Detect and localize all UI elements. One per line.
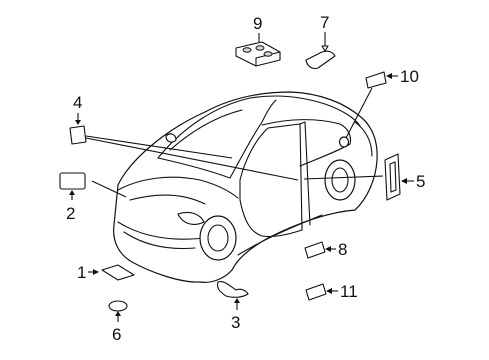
front-bumper xyxy=(117,221,206,240)
door-opening-front xyxy=(239,123,303,238)
arrow-11 xyxy=(326,288,332,294)
callout-2: 2 xyxy=(66,204,75,223)
part-5-label xyxy=(384,153,401,201)
rear-wheel-hub xyxy=(331,167,349,193)
hood-crease xyxy=(129,194,206,205)
callout-11: 11 xyxy=(340,282,358,301)
callout-6: 6 xyxy=(112,325,121,344)
arrow-1 xyxy=(93,269,99,275)
vehicle-roof xyxy=(157,95,361,159)
windshield-inner xyxy=(169,109,243,151)
part-10-label xyxy=(365,71,387,89)
arrow-2 xyxy=(69,190,75,195)
leader-5-car xyxy=(303,175,384,180)
callout-7: 7 xyxy=(320,13,329,32)
front-grille xyxy=(123,231,196,249)
windshield-edge xyxy=(229,99,277,179)
rocker-line xyxy=(237,214,323,256)
part-1-label xyxy=(101,264,135,281)
leader-4-b xyxy=(85,137,299,181)
callout-3: 3 xyxy=(231,313,240,332)
vehicle-illustration xyxy=(113,91,378,283)
front-wheel xyxy=(199,215,237,261)
front-wheel-hub xyxy=(207,224,229,252)
part-6-label xyxy=(108,300,128,312)
part-7-label xyxy=(305,50,336,70)
part-3-label xyxy=(216,281,249,298)
leader-2-car xyxy=(91,180,127,198)
arrow-7 xyxy=(321,45,329,52)
callout-8: 8 xyxy=(338,240,347,259)
callout-4: 4 xyxy=(73,93,82,112)
part-9-label-set xyxy=(235,41,281,67)
part-11-label xyxy=(305,283,327,301)
callout-9: 9 xyxy=(253,14,262,33)
side-window xyxy=(261,119,352,167)
part-2-label xyxy=(59,172,86,190)
rear-wheel xyxy=(324,159,356,201)
arrow-6 xyxy=(115,311,121,316)
windshield-top xyxy=(157,157,231,179)
callout-5: 5 xyxy=(416,172,425,191)
part-9-hole-a xyxy=(242,47,252,53)
arrow-4 xyxy=(75,120,81,125)
arrow-3 xyxy=(234,298,240,303)
door-panel xyxy=(299,121,311,226)
part-5-inner xyxy=(389,161,397,193)
arrow-5 xyxy=(401,178,407,184)
part-9-hole-b xyxy=(255,45,265,51)
part-9-hole-c xyxy=(263,51,273,57)
callout-10: 10 xyxy=(400,67,419,86)
vehicle-body xyxy=(113,91,378,283)
headlamp xyxy=(177,211,205,225)
arrow-8 xyxy=(325,246,331,252)
part-8-label xyxy=(304,241,326,259)
side-mirror xyxy=(165,133,177,143)
rear-quarter xyxy=(354,121,373,157)
part-4-label xyxy=(69,125,87,145)
hood-line xyxy=(117,176,239,199)
leader-10-car xyxy=(345,87,373,139)
arrow-10 xyxy=(386,73,392,79)
callout-1: 1 xyxy=(77,263,86,282)
leader-4-a xyxy=(85,135,233,159)
fuel-door xyxy=(338,136,350,148)
